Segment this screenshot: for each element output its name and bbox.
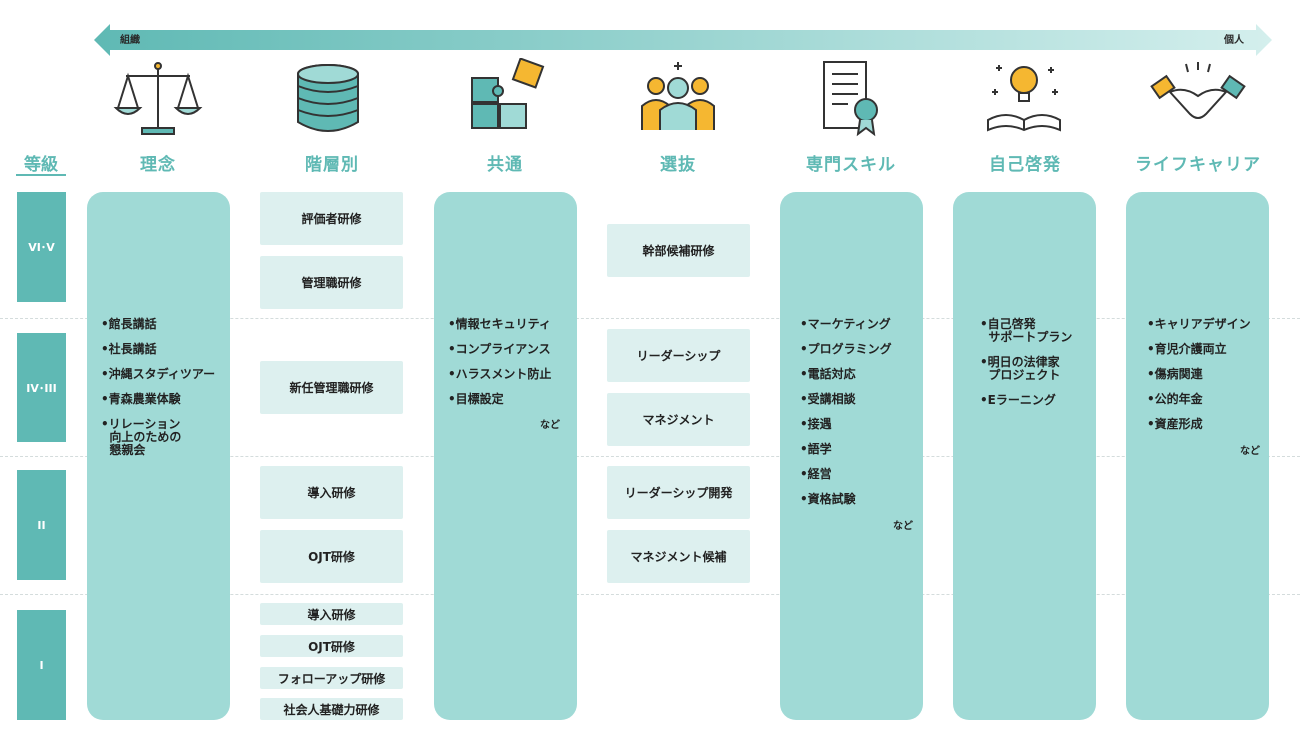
list-item: •受講相談 <box>800 392 856 406</box>
list-item: •育児介護両立 <box>1147 342 1227 356</box>
list-item: •傷病関連 <box>1147 367 1203 381</box>
lightbulb-book-icon <box>987 65 1061 132</box>
category-title-senbatsu: 選抜 <box>660 155 696 175</box>
kyoutsu-column <box>434 192 577 720</box>
senmon-column <box>780 192 923 720</box>
senmon-list: •マーケティング •プログラミング •電話対応 •受講相談 •接遇 •語学 •経… <box>800 312 892 512</box>
senbatsu-box-leadership-dev: リーダーシップ開発 <box>607 466 750 519</box>
puzzle-icon <box>471 58 545 129</box>
list-item: •リレーション 向上のための 懇親会 <box>101 417 182 457</box>
senmon-more: など <box>893 521 913 532</box>
kaisou-box-kanrishoku: 管理職研修 <box>260 256 403 309</box>
kaisou-small-box-followup: フォローアップ研修 <box>260 667 403 689</box>
list-item: •語学 <box>800 442 832 456</box>
kaisou-small-box-ojt: OJT研修 <box>260 635 403 657</box>
grade-label: IV･III <box>17 333 66 442</box>
grade-header-underline <box>16 174 66 176</box>
row-divider <box>0 456 1300 457</box>
list-item: •沖縄スタディツアー <box>101 367 216 381</box>
scales-icon <box>113 62 203 135</box>
list-item: •電話対応 <box>800 367 856 381</box>
rinen-list: •館長講話 •社長講話 •沖縄スタディツアー •青森農業体験 •リレーション 向… <box>101 312 215 463</box>
list-item: •コンプライアンス <box>448 342 551 356</box>
list-item: •社長講話 <box>101 342 157 356</box>
grade-label: VI･V <box>17 192 66 302</box>
category-title-jiko: 自己啓発 <box>989 155 1061 175</box>
people-group-icon <box>641 62 715 130</box>
jiko-column <box>953 192 1096 720</box>
list-item: •自己啓発 サポートプラン <box>980 317 1073 344</box>
category-title-kyoutsu: 共通 <box>487 155 523 175</box>
list-item: •マーケティング <box>800 317 891 331</box>
kaisou-box-shinnin: 新任管理職研修 <box>260 361 403 414</box>
stacked-layers-icon <box>297 64 359 132</box>
list-item: •経営 <box>800 467 832 481</box>
grade-label: II <box>17 470 66 580</box>
list-item: •ハラスメント防止 <box>448 367 552 381</box>
list-item: •青森農業体験 <box>101 392 181 406</box>
list-item: •明日の法律家 プロジェクト <box>980 355 1061 382</box>
jiko-list: •自己啓発 サポートプラン •明日の法律家 プロジェクト •Eラーニング <box>980 312 1072 413</box>
list-item: •接遇 <box>800 417 832 431</box>
life-list: •キャリアデザイン •育児介護両立 •傷病関連 •公的年金 •資産形成 <box>1147 312 1251 437</box>
senbatsu-box-kanbu: 幹部候補研修 <box>607 224 750 277</box>
organization-individual-arrow <box>94 24 1272 56</box>
kaisou-box-hyoukasha: 評価者研修 <box>260 192 403 245</box>
row-divider <box>0 318 1300 319</box>
list-item: •情報セキュリティ <box>448 317 551 331</box>
list-item: •資格試験 <box>800 492 856 506</box>
category-title-rinen: 理念 <box>140 155 176 175</box>
senbatsu-box-management: マネジメント <box>607 393 750 446</box>
life-more: など <box>1240 446 1260 457</box>
senbatsu-box-leadership: リーダーシップ <box>607 329 750 382</box>
list-item: •公的年金 <box>1147 392 1203 406</box>
certificate-icon <box>823 61 878 137</box>
handshake-icon <box>1150 62 1246 119</box>
category-title-kaisou: 階層別 <box>305 155 359 175</box>
life-column <box>1126 192 1269 720</box>
category-title-life: ライフキャリア <box>1135 155 1261 175</box>
arrow-right-label: 個人 <box>1224 35 1244 46</box>
kaisou-small-box-shakaijin: 社会人基礎力研修 <box>260 698 403 720</box>
list-item: •Eラーニング <box>980 393 1056 407</box>
kaisou-box-ojt: OJT研修 <box>260 530 403 583</box>
list-item: •目標設定 <box>448 392 504 406</box>
list-item: •資産形成 <box>1147 417 1203 431</box>
rinen-column <box>87 192 230 720</box>
kaisou-small-box-dounyu: 導入研修 <box>260 603 403 625</box>
kyoutsu-more: など <box>540 420 560 431</box>
kyoutsu-list: •情報セキュリティ •コンプライアンス •ハラスメント防止 •目標設定 <box>448 312 551 412</box>
row-divider <box>0 594 1300 595</box>
arrow-left-label: 組織 <box>120 35 140 46</box>
list-item: •館長講話 <box>101 317 157 331</box>
kaisou-box-dounyu: 導入研修 <box>260 466 403 519</box>
category-title-senmon: 専門スキル <box>806 155 896 175</box>
senbatsu-box-management-candidate: マネジメント候補 <box>607 530 750 583</box>
list-item: •キャリアデザイン <box>1147 317 1251 331</box>
grade-header: 等級 <box>24 155 58 175</box>
grade-label: I <box>17 610 66 720</box>
list-item: •プログラミング <box>800 342 892 356</box>
